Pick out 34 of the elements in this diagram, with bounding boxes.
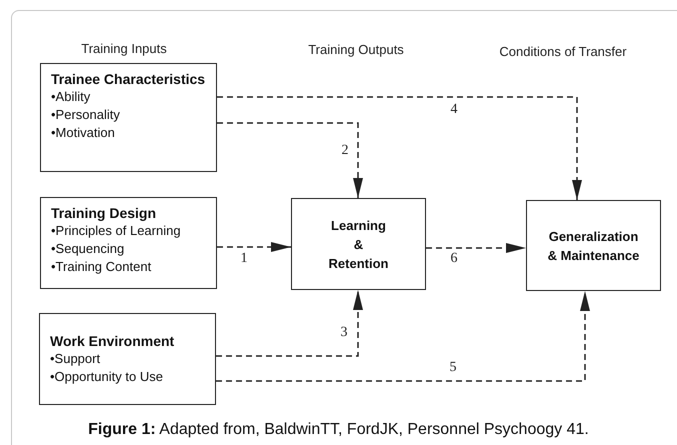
edge-label: 4 xyxy=(450,102,458,118)
dashed-arrow xyxy=(426,243,526,253)
outcome-box xyxy=(526,200,661,291)
edge-label: 3 xyxy=(340,325,348,341)
dashed-arrow xyxy=(217,96,582,200)
dashed-arrow xyxy=(217,242,291,252)
box-title: Generalization & Maintenance xyxy=(546,228,640,264)
edge-label: 5 xyxy=(450,360,456,376)
edge-label: 2 xyxy=(342,143,348,159)
outcome-box xyxy=(291,198,426,290)
bullet-item: •Principles of Learning xyxy=(51,222,182,240)
bullet-item: •Motivation xyxy=(51,124,116,142)
box-heading: Trainee Characteristics xyxy=(51,70,206,88)
figure-caption: Figure 1: Adapted from, BaldwinTT, FordJK, Personnel Psychoogy 41. xyxy=(87,421,590,439)
bullet-item: •Ability xyxy=(51,88,92,106)
box-heading: Training Design xyxy=(51,204,158,222)
box-heading: Work Environment xyxy=(50,332,176,350)
bullet-item: •Personality xyxy=(51,106,121,124)
dashed-arrow xyxy=(216,290,363,357)
column-heading: Training Inputs xyxy=(81,41,167,56)
edge-label: 1 xyxy=(240,251,248,267)
box-title: Learning & Retention xyxy=(328,216,390,272)
input-box xyxy=(40,63,217,172)
dashed-arrow xyxy=(216,291,590,382)
column-heading: Training Outputs xyxy=(308,42,404,57)
input-box xyxy=(39,313,216,405)
input-box xyxy=(40,197,217,289)
bullet-item: •Opportunity to Use xyxy=(50,368,164,386)
bullet-item: •Support xyxy=(50,350,102,368)
column-heading: Conditions of Transfer xyxy=(499,44,627,59)
bullet-item: •Sequencing xyxy=(51,240,126,258)
bullet-item: •Training Content xyxy=(51,258,152,276)
edge-label: 6 xyxy=(450,251,458,267)
dashed-arrow xyxy=(217,122,363,198)
